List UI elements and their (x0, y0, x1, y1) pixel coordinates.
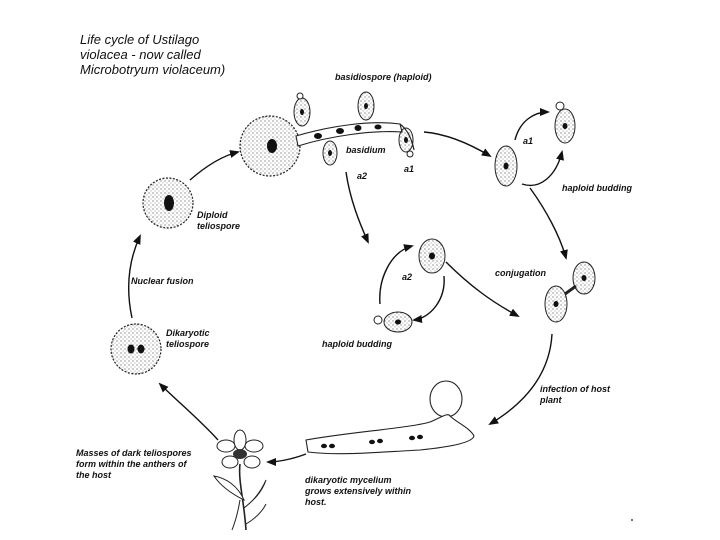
basidiospore-cell (357, 91, 375, 121)
diploid-teliospore (142, 177, 194, 229)
conjugating-cells (544, 261, 596, 323)
nuclear-fusion-label: Nuclear fusion (131, 276, 194, 286)
basidium-label: basidium (346, 145, 386, 155)
a1-label: a1 (523, 136, 534, 146)
budding-arrow (412, 275, 445, 323)
haploid-cell-a2 (418, 238, 446, 274)
arrow-to-host-flower (266, 453, 307, 466)
a2-label: a2 (357, 171, 368, 181)
budding-cell-a2 (373, 311, 413, 333)
budding-arrow (514, 108, 550, 141)
arrow-to-haploid-a2 (345, 171, 369, 244)
a1-label: a1 (404, 164, 415, 174)
diploid-teliospore-label: Diploid teliospore (197, 210, 241, 231)
arrow-to-conjugation (529, 187, 568, 260)
dikaryotic-teliospore-label: Dikaryotic teliospore (166, 328, 210, 349)
host-flower (212, 429, 267, 531)
budding-cell-a1 (554, 101, 576, 144)
infection-label: infection of host plant (540, 384, 610, 405)
haploid-budding-label: haploid budding (562, 183, 632, 193)
basidiospore-cell (398, 127, 414, 158)
teliospore-masses-label: Masses of dark teliospores form within t… (76, 448, 192, 480)
arrow-a2-to-conjugation (445, 261, 520, 317)
conjugation-label: conjugation (495, 268, 546, 278)
basidiospore-label: basidiospore (haploid) (335, 72, 432, 82)
dikaryotic-mycelium (305, 414, 475, 455)
basidiospore-cell (322, 140, 338, 166)
haploid-budding-label: haploid budding (322, 339, 392, 349)
arrow-to-infection (488, 333, 553, 426)
germinating-cell (429, 380, 463, 418)
arrow-to-germination (189, 150, 240, 181)
budding-arrow (521, 150, 564, 186)
dikaryotic-teliospore (110, 323, 162, 375)
diagram-title: Life cycle of Ustilago violacea - now ca… (80, 32, 226, 77)
budding-arrow (379, 244, 414, 305)
arrow-to-haploid-a1 (423, 131, 492, 158)
germinating-teliospore (239, 115, 301, 177)
basidiospore-cell (293, 92, 311, 127)
haploid-cell-a1 (494, 145, 518, 187)
arrow-nuclear-fusion (128, 234, 141, 319)
arrow-to-dikaryotic-teliospore (158, 382, 219, 441)
a2-label: a2 (402, 272, 413, 282)
mycelium-label: dikaryotic mycelium grows extensively wi… (305, 475, 412, 507)
